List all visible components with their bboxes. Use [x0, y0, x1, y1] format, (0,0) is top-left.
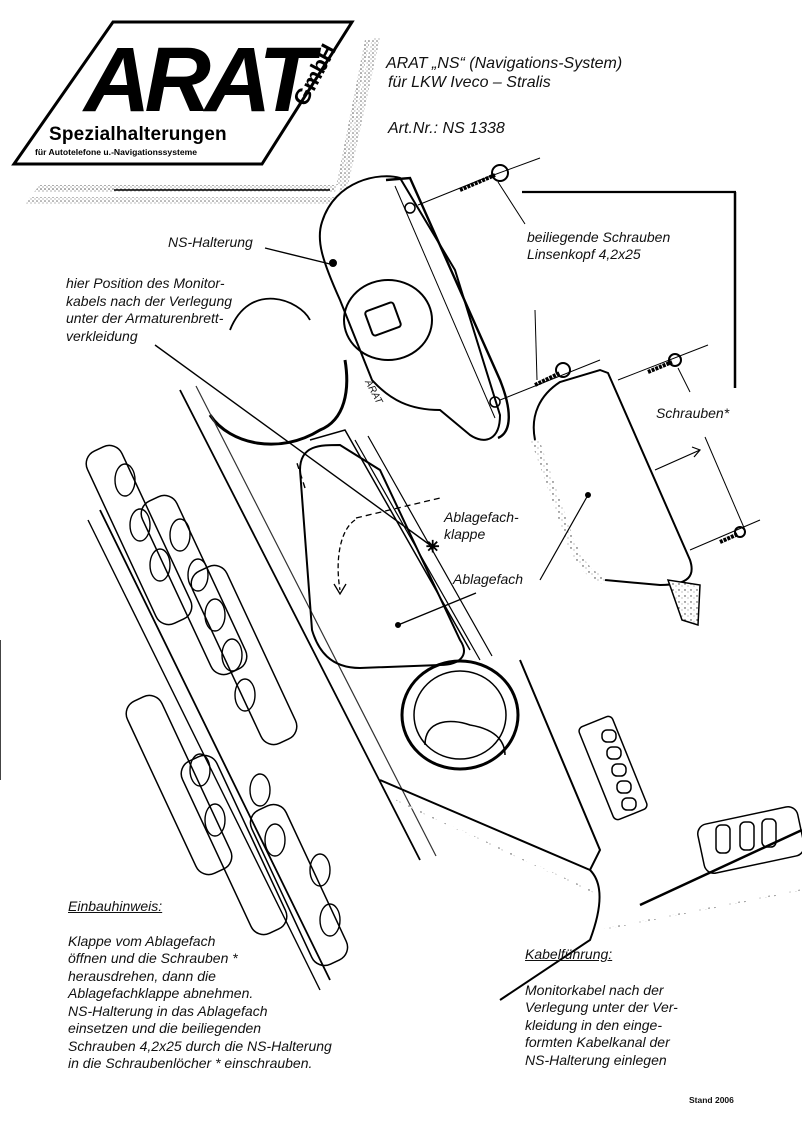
flap-line: Ablagefach- — [444, 509, 519, 525]
installation-line: herausdrehen, dann die — [68, 967, 216, 984]
cable-routing-heading: Kabelführung: — [525, 946, 613, 962]
label-screws-star: Schrauben* — [656, 405, 730, 421]
logo-subtagline: für Autotelefone u.-Navigationssysteme — [35, 147, 198, 157]
logo-tagline: Spezialhalterungen — [49, 124, 227, 145]
logo-brand: ARAT — [84, 29, 315, 131]
cable-routing-line: NS-Halterung einlegen — [525, 1051, 667, 1068]
compartment-drawing: ✳ — [154, 344, 589, 670]
installation-line: Schrauben 4,2x25 durch die NS-Halterung — [68, 1037, 332, 1054]
ns-bracket-drawing — [318, 175, 510, 441]
installation-line: öffnen und die Schrauben * — [68, 950, 238, 966]
label-screws-included: beiliegende Schrauben Linsenkopf 4,2x25 — [527, 229, 670, 263]
flap-drawing — [531, 368, 702, 627]
cable-position-line: verkleidung — [66, 327, 138, 344]
screws-included-line: beiliegende Schrauben — [527, 229, 671, 245]
cable-position-line: hier Position des Monitor- — [66, 275, 225, 291]
flap-line: klappe — [444, 526, 486, 542]
cupholder-drawing — [379, 659, 802, 1001]
installation-section: Einbauhinweis: Klappe vom Ablagefach öff… — [68, 898, 332, 1073]
label-cable-position: hier Position des Monitor- kabels nach d… — [66, 275, 232, 345]
cable-routing-line: Monitorkabel nach der — [525, 981, 664, 998]
cable-routing-line: Verlegung unter der Ver- — [525, 999, 678, 1015]
article-number: Art.Nr.: NS 1338 — [388, 120, 505, 137]
document-subtitle: für LKW Iveco – Stralis — [388, 74, 551, 91]
installation-line: einsetzen und die beiliegenden — [68, 1020, 262, 1036]
screws-drawing — [417, 157, 761, 551]
frame-lines — [0, 189, 737, 780]
label-flap: Ablagefach- klappe — [444, 509, 519, 543]
label-ns-halterung: NS-Halterung — [168, 234, 253, 250]
svg-text:✳: ✳ — [426, 539, 439, 556]
dashboard-vents-drawing — [85, 297, 437, 991]
label-compartment: Ablagefach — [453, 571, 524, 587]
small-vents-drawing — [578, 715, 802, 874]
logo-frame — [11, 20, 380, 204]
installation-line: Klappe vom Ablagefach — [68, 932, 216, 949]
cable-position-line: kabels nach der Verlegung — [66, 292, 233, 309]
installation-line: NS-Halterung in das Ablagefach — [68, 1002, 268, 1019]
screws-included-line: Linsenkopf 4,2x25 — [527, 246, 641, 262]
document-title: ARAT „NS“ (Navigations-System) — [386, 55, 623, 72]
installation-line: Ablagefachklappe abnehmen. — [68, 985, 254, 1001]
installation-heading: Einbauhinweis: — [68, 898, 163, 914]
installation-line: in die Schraubenlöcher * einschrauben. — [68, 1055, 313, 1071]
label-leaders — [264, 247, 331, 489]
document-version: Stand 2006 — [689, 1095, 734, 1105]
cable-position-line: unter der Armaturenbrett- — [66, 310, 224, 326]
cable-routing-line: kleidung in den einge- — [525, 1016, 662, 1033]
cable-routing-line: formten Kabelkanal der — [525, 1034, 670, 1050]
cable-routing-section: Kabelführung: Monitorkabel nach der Verl… — [525, 946, 678, 1069]
